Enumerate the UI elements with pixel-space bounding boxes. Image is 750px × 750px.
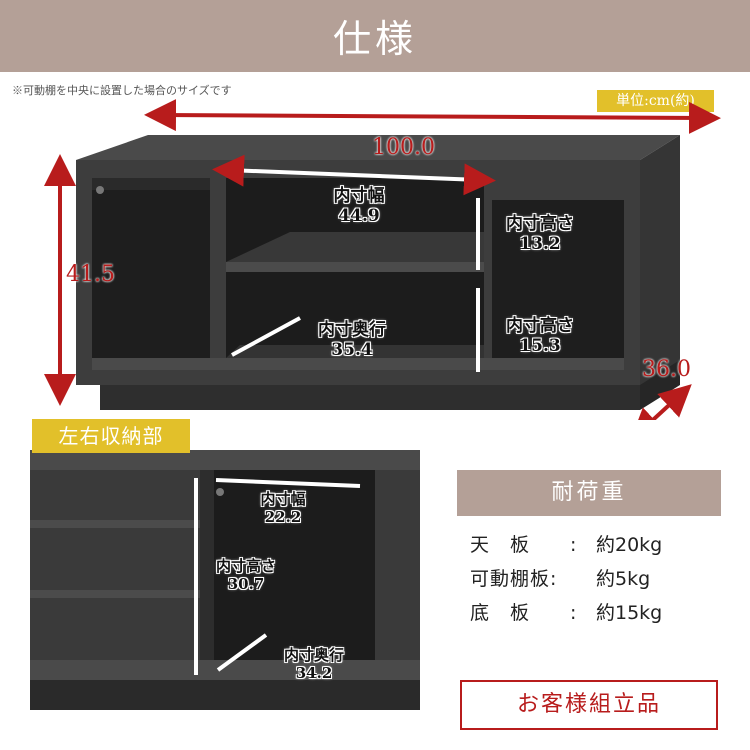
load-capacity-title: 耐荷重	[457, 470, 721, 516]
load-label: 可動棚板:	[470, 568, 558, 590]
left-compartment	[92, 178, 210, 358]
page-title: 仕様	[332, 17, 417, 61]
inner-height-upper-label: 内寸高さ 13.2	[506, 214, 574, 254]
side-storage-badge: 左右収納部	[32, 419, 190, 453]
load-label: 天 板 :	[470, 534, 578, 556]
tv-board-illustration	[44, 99, 721, 420]
load-row-bottom: 底 板 : 約15kg	[470, 598, 720, 632]
side-inner-width-label: 内寸幅 22.2	[260, 490, 306, 526]
load-capacity-table: 天 板 : 約20kg 可動棚板: 約5kg 底 板 : 約15kg	[470, 530, 720, 632]
height-dimension: 41.5	[66, 262, 115, 287]
depth-arrow	[630, 384, 692, 420]
assembly-required-badge: お客様組立品	[460, 680, 718, 730]
load-row-top: 天 板 : 約20kg	[470, 530, 720, 564]
load-value: 約15kg	[596, 602, 663, 624]
side-inner-depth-label: 内寸奥行 34.2	[283, 646, 344, 682]
load-value: 約20kg	[596, 534, 663, 556]
center-lower-compartment	[226, 272, 484, 358]
load-value: 約5kg	[596, 568, 651, 590]
load-label: 底 板 :	[470, 602, 578, 624]
width-arrow	[144, 99, 721, 134]
cabinet-right-side	[640, 135, 680, 405]
side-inner-width-arrow	[215, 478, 361, 488]
inner-depth-arrow	[231, 316, 301, 357]
side-compartment	[200, 470, 375, 680]
inner-height-lower-label: 内寸高さ 15.3	[506, 316, 574, 356]
side-inner-height-label: 内寸高さ 30.7	[215, 557, 276, 593]
inner-depth-label: 内寸奥行 35.4	[318, 320, 386, 360]
side-inner-depth-arrow	[216, 633, 268, 672]
movable-shelf	[226, 262, 484, 272]
depth-dimension: 36.0	[642, 357, 691, 382]
right-compartment	[492, 200, 624, 358]
width-dimension: 100.0	[372, 135, 435, 160]
side-storage-illustration	[30, 450, 420, 710]
cabinet-base	[100, 385, 640, 410]
load-row-shelf: 可動棚板: 約5kg	[470, 564, 720, 598]
inner-width-label: 内寸幅 44.9	[333, 186, 385, 226]
cabinet-top-surface	[76, 135, 680, 160]
size-note: ※可動棚を中央に設置した場合のサイズです	[12, 84, 232, 97]
header-bar	[0, 0, 750, 72]
inner-width-arrow	[212, 154, 496, 196]
